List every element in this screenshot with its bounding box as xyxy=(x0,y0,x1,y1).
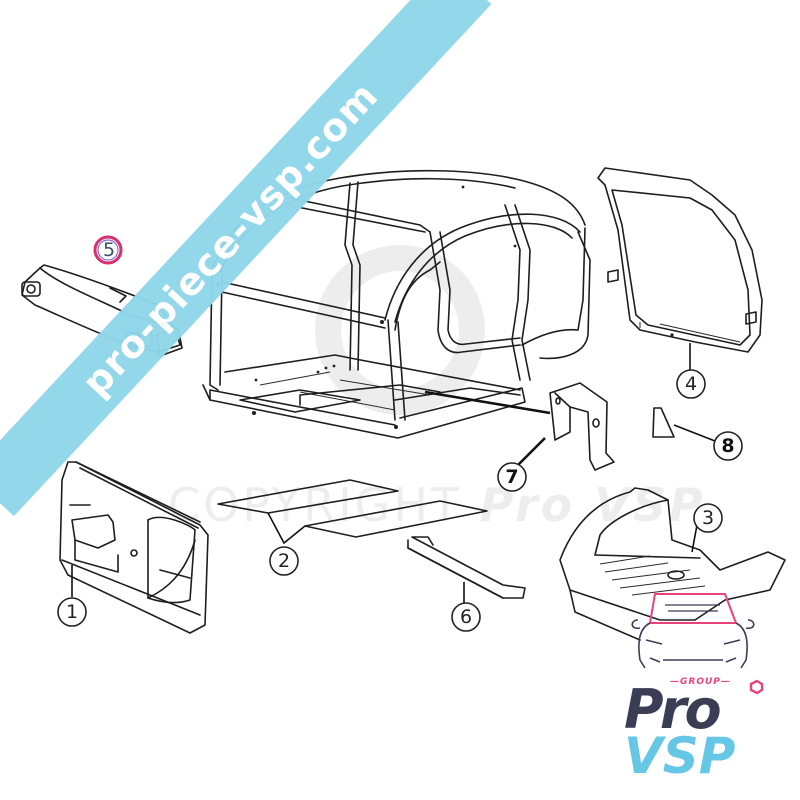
svg-text:1: 1 xyxy=(66,601,78,623)
callout-1: 1 xyxy=(57,597,87,627)
callout-3: 3 xyxy=(693,503,723,533)
svg-text:4: 4 xyxy=(685,373,697,395)
part-1-front-bulkhead xyxy=(59,461,209,634)
logo-car-outline-icon xyxy=(631,593,764,695)
callout-2: 2 xyxy=(269,546,299,576)
logo-pro-text: Pro xyxy=(624,678,722,741)
cabin-frame xyxy=(202,169,591,439)
part-3-rear-floor-tub xyxy=(559,487,786,641)
part-7-seat-bracket xyxy=(549,382,615,471)
svg-text:3: 3 xyxy=(702,507,714,529)
logo-group-label: —GROUP— xyxy=(670,677,731,687)
callout-7: 7 xyxy=(497,462,527,492)
part-2-floor-sheets xyxy=(217,479,488,545)
svg-text:2: 2 xyxy=(278,550,290,572)
svg-text:8: 8 xyxy=(721,435,734,457)
brand-logo: —GROUP— Pro VSP xyxy=(618,585,778,785)
logo-vsp-text: VSP xyxy=(624,727,736,785)
copyright-circle-watermark xyxy=(315,245,485,415)
svg-text:7: 7 xyxy=(505,466,518,488)
callout-8: 8 xyxy=(713,431,743,461)
part-8-wedge xyxy=(652,407,675,438)
part-4-door-frame xyxy=(597,167,763,353)
callout-5: 5 xyxy=(93,235,123,265)
callout-4: 4 xyxy=(676,369,706,399)
part-6-sill-bar xyxy=(407,536,526,599)
leader-lines xyxy=(71,343,716,605)
callout-6: 6 xyxy=(451,602,481,632)
svg-text:6: 6 xyxy=(460,606,472,628)
svg-text:5: 5 xyxy=(103,239,115,261)
